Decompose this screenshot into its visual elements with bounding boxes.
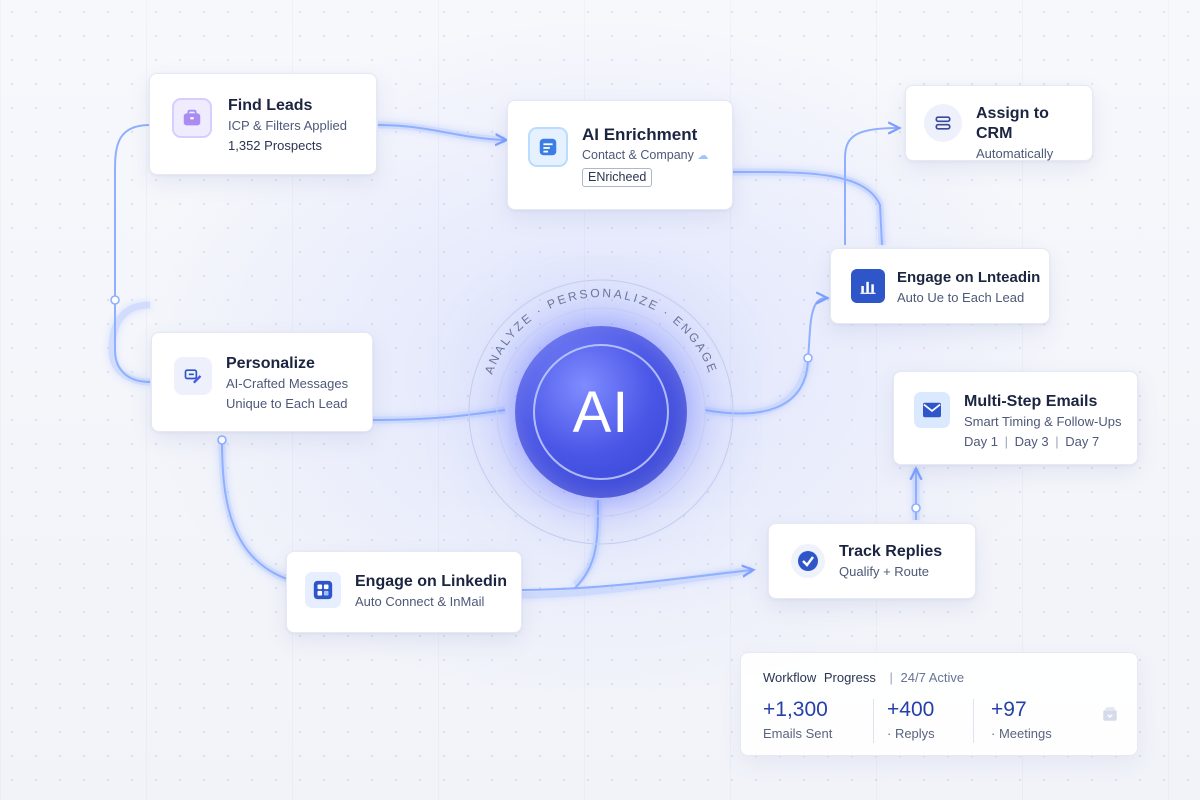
stat-label: · Replys <box>887 726 935 741</box>
card-subtitle: Qualify + Route <box>839 564 929 579</box>
connector-hub-to-bottom <box>574 499 599 589</box>
connector-dot <box>911 503 921 513</box>
card-subtitle: Automatically <box>976 146 1054 161</box>
stat-value: +1,300 <box>763 698 828 721</box>
connector-enrichment-to-linkedin <box>732 170 883 246</box>
connector-personalize-to-hub <box>372 409 506 421</box>
ai-hub-inner-ring: AI <box>533 344 669 480</box>
card-title: AI Enrichment <box>582 125 698 144</box>
connector-linkedin-to-crm <box>844 128 898 245</box>
document-sparkle-icon <box>528 127 568 167</box>
stat-emails-sent: +1,300 Emails Sent <box>763 697 832 745</box>
card-find-leads[interactable]: Find Leads ICP & Filters Applied 1,352 P… <box>149 73 377 175</box>
ai-hub-label: AI <box>572 379 630 445</box>
card-subtitle: ICP & Filters Applied <box>228 118 347 133</box>
cloud-icon: ☁ <box>697 150 709 162</box>
stat-divider <box>873 699 874 743</box>
card-assign-crm[interactable]: Assign to CRM Automatically <box>905 85 1093 161</box>
card-engage-linkedin-top[interactable]: Engage on Lnteadin Auto Ue to Each Lead <box>830 248 1050 324</box>
stat-replies: +400 · Replys <box>887 697 935 745</box>
card-title: Personalize <box>226 355 315 372</box>
bar-chart-icon <box>851 269 885 303</box>
stat-label: · Meetings <box>991 726 1052 741</box>
briefcase-icon <box>172 98 212 138</box>
hub-mid-ring <box>496 307 706 517</box>
message-edit-icon <box>174 357 212 395</box>
envelope-icon <box>914 392 950 428</box>
connector-personalize-to-linkedin-bottom <box>221 439 291 581</box>
progress-header-a: Workflow <box>763 670 817 685</box>
card-subtitle: AI-Crafted Messages <box>226 376 349 391</box>
card-title: Track Replies <box>839 543 943 560</box>
email-schedule: Day 1 | Day 3 | Day 7 <box>964 434 1100 449</box>
box-icon[interactable] <box>1101 705 1119 723</box>
card-track-replies[interactable]: Track Replies Qualify + Route <box>768 523 976 599</box>
connector-find-to-enrichment <box>377 124 505 140</box>
connector-linkedin-bottom-to-track <box>519 570 752 591</box>
card-title: Engage on Lnteadin <box>897 269 1041 286</box>
connector-dot <box>217 435 227 445</box>
schedule-day: Day 3 <box>1014 434 1049 449</box>
stat-meetings: +97 · Meetings <box>991 697 1052 745</box>
connector-dot <box>803 353 813 363</box>
card-subtitle: Auto Connect & InMail <box>355 594 485 609</box>
card-count: 1,352 Prospects <box>228 138 322 153</box>
card-title: Find Leads <box>228 97 313 114</box>
stat-label: Emails Sent <box>763 726 833 741</box>
card-multi-step-emails[interactable]: Multi-Step Emails Smart Timing & Follow-… <box>893 371 1138 465</box>
schedule-day: Day 7 <box>1065 434 1100 449</box>
progress-header-b: Progress <box>823 670 876 685</box>
card-subtitle: Smart Timing & Follow-Ups <box>964 414 1122 429</box>
card-subtitle: Auto Ue to Each Lead <box>897 290 1025 305</box>
card-engage-linkedin-bottom[interactable]: Engage on Linkedin Auto Connect & InMail <box>286 551 522 633</box>
connector-hub-to-linkedin-top <box>704 298 826 415</box>
stat-divider <box>973 699 974 743</box>
database-icon <box>924 104 962 142</box>
progress-header: Workflow Progress | 24/7 Active <box>763 670 965 685</box>
grid-icon <box>305 572 341 608</box>
check-circle-icon <box>791 544 825 578</box>
progress-status: 24/7 Active <box>900 670 965 685</box>
schedule-day: Day 1 <box>964 434 998 449</box>
connector-dot <box>110 295 120 305</box>
enriched-tag: ENricheed <box>582 168 653 187</box>
card-title: Engage on Linkedin <box>355 573 508 590</box>
ai-hub[interactable]: AI <box>515 326 687 498</box>
card-title: Assign to CRM <box>976 105 1049 142</box>
card-subtitle-2: Unique to Each Lead <box>226 396 348 411</box>
stat-value: +97 <box>991 698 1027 721</box>
workflow-progress-panel: Workflow Progress | 24/7 Active +1,300 E… <box>740 652 1138 756</box>
stat-value: +400 <box>887 698 935 721</box>
connector-left-loop <box>114 124 151 383</box>
card-title: Multi-Step Emails <box>964 393 1098 410</box>
card-subtitle: Contact & Company ☁ <box>582 145 708 166</box>
card-ai-enrichment[interactable]: AI Enrichment Contact & Company ☁ ENrich… <box>507 100 733 210</box>
card-subtitle-text: Contact & Company <box>582 148 694 162</box>
hub-outer-ring <box>468 279 734 545</box>
card-personalize[interactable]: Personalize AI-Crafted Messages Unique t… <box>151 332 373 432</box>
